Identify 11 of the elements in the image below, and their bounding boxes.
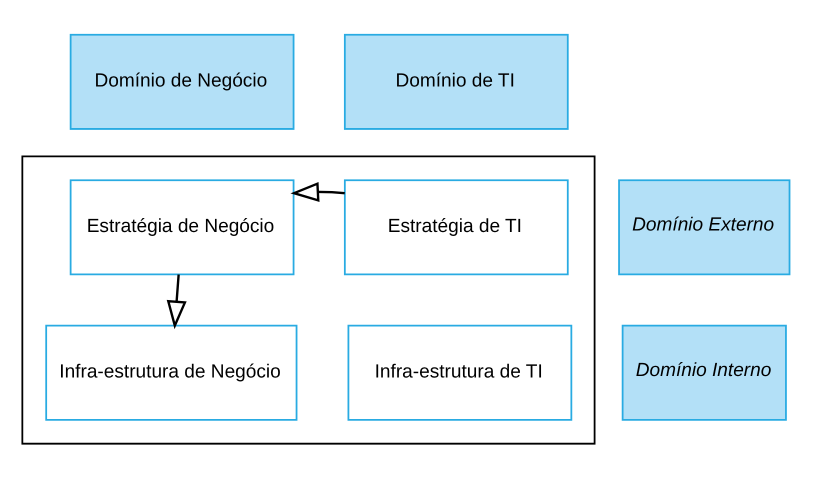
cluster: [21, 155, 596, 445]
node-box: Domínio Externo: [618, 179, 790, 276]
node-box: Domínio Interno: [622, 324, 787, 421]
node-box: Domínio de TI: [344, 34, 569, 130]
node-box: Infra-estrutura de TI: [348, 324, 572, 421]
arrow: [166, 274, 187, 330]
node-box: Estratégia de TI: [344, 179, 569, 276]
node-box: Estratégia de Negócio: [70, 179, 294, 276]
node-box: Domínio de Negócio: [70, 34, 294, 130]
node-box: Infra-estrutura de Negócio: [45, 324, 298, 421]
arrow: [290, 182, 345, 202]
